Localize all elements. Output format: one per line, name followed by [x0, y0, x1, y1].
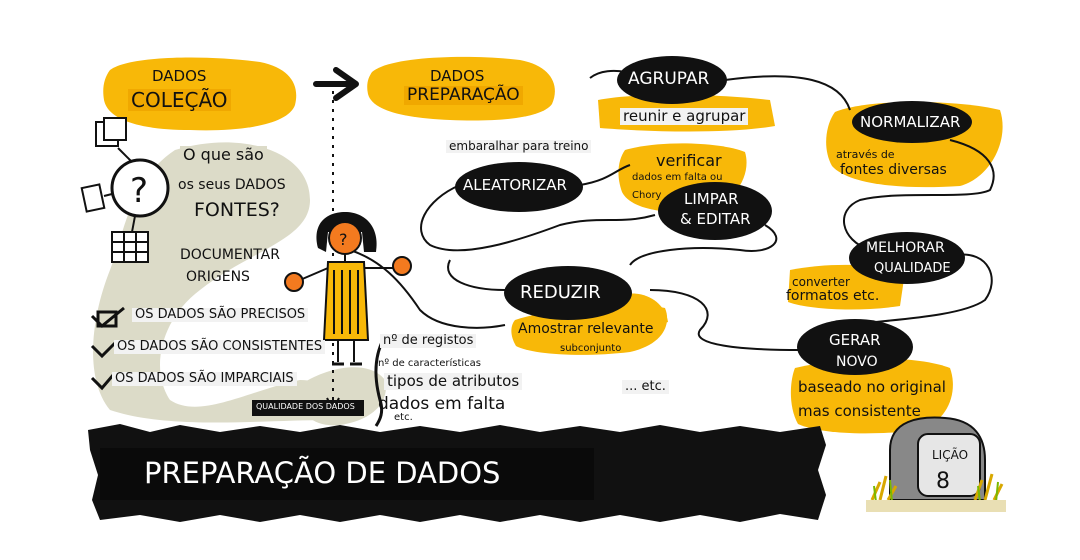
- improve-title-2: QUALIDADE: [874, 261, 951, 276]
- sources-question-3: FONTES?: [194, 199, 280, 221]
- shuffle-title: ALEATORIZAR: [463, 176, 567, 194]
- banner-title: PREPARAÇÃO DE DADOS: [144, 456, 501, 490]
- normalize-description-1: através de: [836, 148, 895, 161]
- flow-line: [420, 184, 656, 252]
- checkmark-icon: [90, 373, 116, 391]
- clean-node: [658, 182, 772, 240]
- normalize-title: NORMALIZAR: [860, 113, 961, 131]
- person-illustration: ?: [284, 212, 412, 366]
- check-item-accurate: OS DADOS SÃO PRECISOS: [132, 307, 309, 323]
- grass-blade: [873, 479, 999, 503]
- checkmark-icon: [90, 340, 118, 359]
- group-description: reunir e agrupar: [620, 108, 749, 125]
- code-file-icon: [80, 183, 106, 213]
- flow-line: [849, 253, 993, 326]
- flow-line: [843, 139, 995, 251]
- normalize-node: [852, 101, 972, 143]
- person-hand: [284, 272, 304, 292]
- spreadsheet-grid: [112, 232, 148, 262]
- preparation-label-main: PREPARAÇÃO: [404, 86, 523, 105]
- normalize-description-2: fontes diversas: [840, 162, 947, 178]
- flow-line: [649, 289, 801, 351]
- grass-green: [873, 479, 999, 503]
- flow-line: [724, 75, 851, 111]
- quality-label-bar: [252, 400, 364, 416]
- person-hand: [392, 256, 412, 276]
- reduce-description-1: Amostrar relevante: [518, 321, 654, 337]
- quality-item-records: nº de registos: [380, 333, 477, 349]
- check-item-consistent: OS DADOS SÃO CONSISTENTES: [114, 339, 326, 355]
- clean-title-2: & EDITAR: [680, 210, 751, 228]
- question-mark-glyph: ?: [130, 171, 148, 211]
- collection-label-main: COLEÇÃO: [128, 89, 231, 111]
- reduce-node: [504, 266, 632, 320]
- quality-item-attribute-types: tipos de atributos: [384, 373, 523, 390]
- reduce-description-2: subconjunto: [560, 343, 622, 354]
- document-label-1: DOCUMENTAR: [180, 247, 280, 263]
- dress-stripes: [333, 270, 359, 334]
- quality-label: QUALIDADE DOS DADOS: [256, 402, 355, 411]
- flow-line: [629, 224, 778, 266]
- person-legs: [337, 340, 355, 362]
- shuffle-description: embaralhar para treino: [446, 139, 592, 154]
- generate-title-1: GERAR: [826, 332, 884, 349]
- flow-line: [447, 259, 506, 291]
- verify-title: verificar: [656, 151, 722, 170]
- connector-line: [103, 193, 113, 197]
- more-steps-etc: ... etc.: [622, 379, 669, 395]
- sources-question-1: O que são: [180, 146, 267, 164]
- question-circle-icon: [110, 158, 170, 218]
- sources-icons: [80, 117, 170, 263]
- check-item-unbiased: OS DADOS SÃO IMPARCIAIS: [112, 371, 297, 387]
- folder-icon: [103, 117, 127, 141]
- person-arm: [299, 267, 329, 281]
- generate-description-1: baseado no original: [798, 378, 946, 396]
- flow-line: [349, 249, 506, 329]
- group-title: AGRUPAR: [628, 69, 710, 89]
- spreadsheet-icon: [111, 231, 149, 263]
- group-node: [617, 56, 727, 104]
- preparation-label-top: DADOS: [430, 67, 485, 85]
- sources-question-2: os seus DADOS: [178, 177, 286, 193]
- improve-description-2: formatos etc.: [786, 288, 880, 304]
- person-dress: [322, 261, 370, 341]
- ground: [866, 500, 1006, 512]
- document-label-2: ORIGENS: [186, 269, 250, 285]
- lesson-number: 8: [936, 469, 950, 494]
- checkmark-icons: [90, 306, 125, 391]
- improve-description-1: converter: [792, 275, 850, 289]
- gray-quality-blob: [299, 367, 386, 426]
- arrow-icon: [313, 67, 359, 101]
- shuffle-node: [455, 162, 583, 212]
- quality-item-etc: etc.: [394, 412, 413, 423]
- quality-bracket: [374, 337, 386, 427]
- generate-blob: [790, 358, 953, 434]
- flow-line: [579, 164, 631, 186]
- checkbox-icon: [96, 310, 118, 328]
- verify-description-2: Chory: [632, 190, 662, 201]
- generate-title-2: NOVO: [836, 354, 878, 370]
- quality-item-missing-data: dados em falta: [378, 394, 506, 414]
- improve-title-1: MELHORAR: [866, 240, 945, 256]
- lesson-label: LIÇÃO: [932, 448, 969, 462]
- collection-label-top: DADOS: [152, 67, 207, 85]
- checkmark-icon: [90, 306, 125, 329]
- quality-item-features: nº de características: [378, 358, 481, 369]
- clean-title-1: LIMPAR: [684, 190, 739, 208]
- lesson-badge: [917, 433, 981, 497]
- banner-title-bar: [100, 448, 594, 500]
- person-face-glyph: ?: [339, 230, 348, 249]
- reduce-title: REDUZIR: [520, 282, 601, 303]
- reduce-corner-blob: [620, 293, 668, 330]
- connector-line: [131, 215, 136, 233]
- connector-line: [117, 147, 133, 163]
- generate-description-2: mas consistente: [798, 402, 921, 420]
- verify-description-1: dados em falta ou: [632, 172, 723, 183]
- improve-node: [849, 232, 965, 284]
- flow-lines: [349, 69, 995, 351]
